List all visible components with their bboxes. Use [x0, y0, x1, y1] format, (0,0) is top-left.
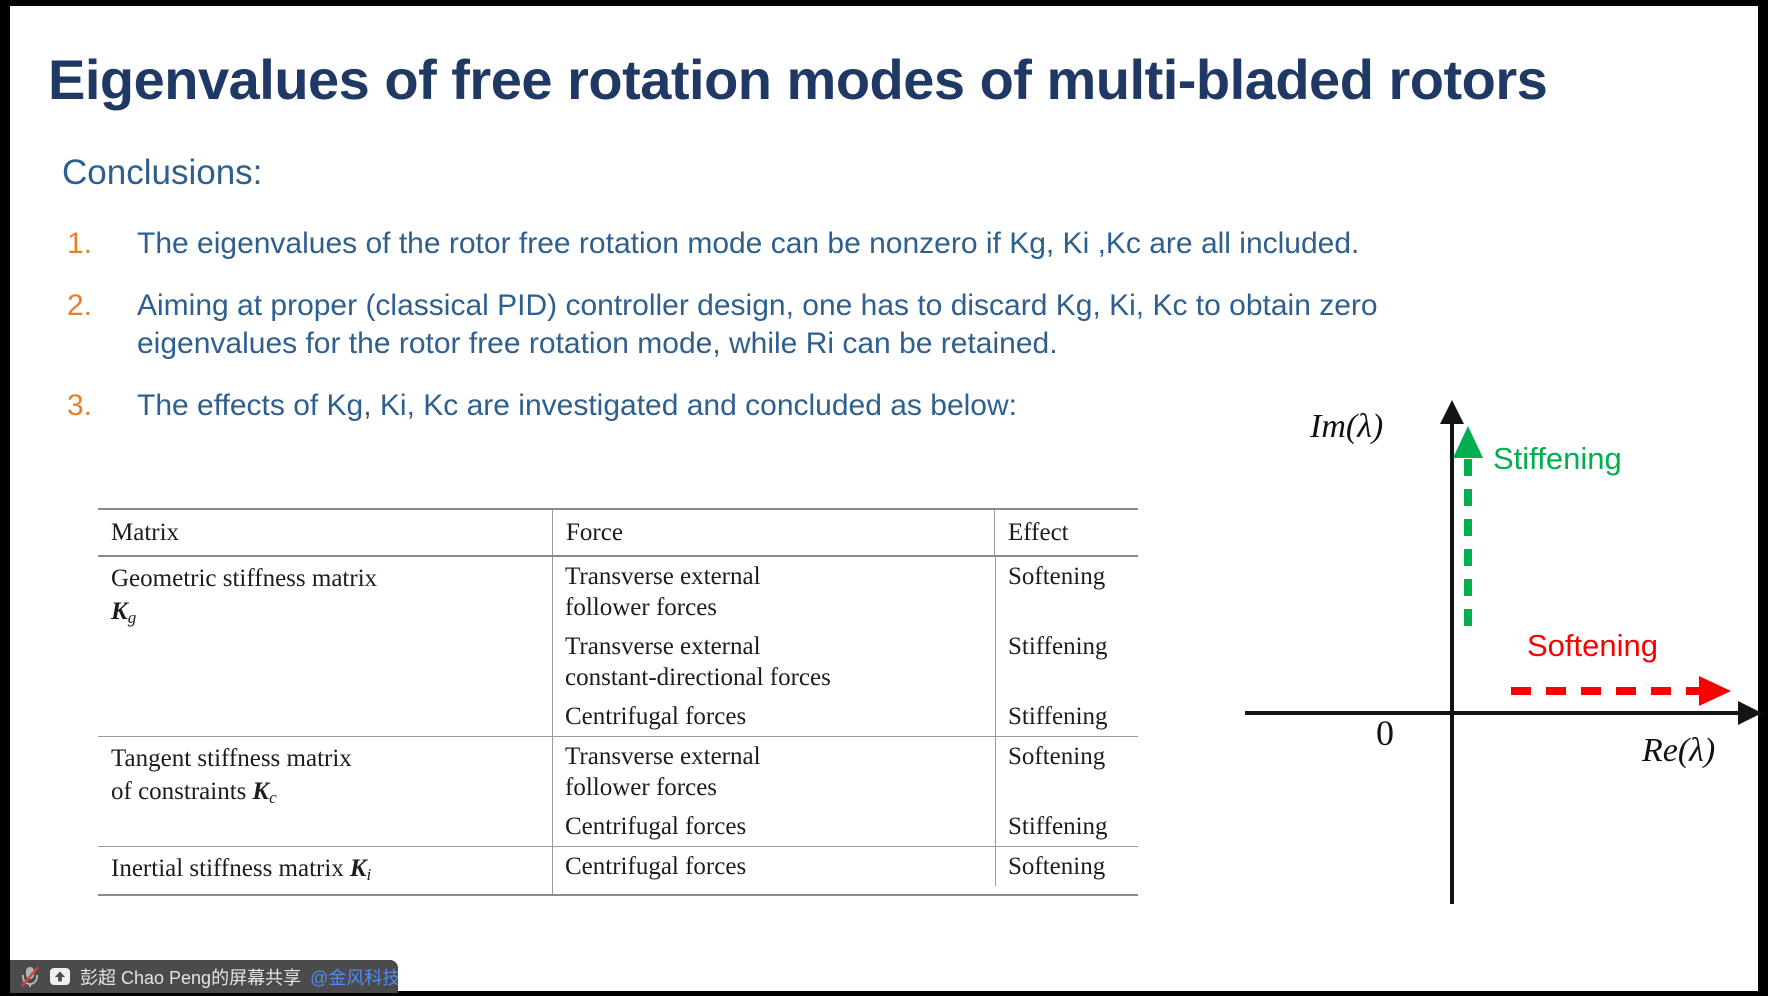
- table-subrow: Transverse external constant-directional…: [553, 627, 1139, 697]
- matrix-symbol: K: [349, 855, 367, 882]
- force-cell: Centrifugal forces: [565, 703, 747, 730]
- presentation-slide: Eigenvalues of free rotation modes of mu…: [10, 6, 1762, 991]
- table-subrow: Centrifugal forces Stiffening: [553, 807, 1139, 846]
- list-item-number: 2.: [67, 289, 93, 322]
- softening-arrow-icon: [1511, 676, 1731, 706]
- list-item-number: 1.: [67, 227, 93, 260]
- im-axis-label: Im(λ): [1310, 408, 1384, 445]
- softening-label: Softening: [1527, 628, 1658, 663]
- matrix-symbol-subscript: i: [366, 865, 372, 884]
- table-subrow: Centrifugal forces Stiffening: [553, 697, 1139, 736]
- list-item: 2. Aiming at proper (classical PID) cont…: [67, 287, 1597, 363]
- matrix-effects-table: Matrix Force Effect Geometric stiffness …: [98, 508, 1138, 896]
- company-handle: @金风科技: [310, 967, 398, 988]
- list-item: 1. The eigenvalues of the rotor free rot…: [67, 225, 1597, 263]
- origin-label: 0: [1376, 713, 1394, 753]
- force-cell: Centrifugal forces: [565, 853, 747, 880]
- force-cell: Transverse external follower forces: [565, 563, 761, 621]
- eigenvalue-plane-diagram: [1245, 400, 1762, 904]
- screen-share-icon: [50, 967, 70, 985]
- screen-share-toolbar[interactable]: 彭超 Chao Peng的屏幕共享 @金风科技: [10, 960, 398, 993]
- column-header-effect: Effect: [994, 510, 1138, 555]
- conclusions-list: 1. The eigenvalues of the rotor free rot…: [67, 225, 1597, 449]
- list-item: 3. The effects of Kg, Ki, Kc are investi…: [67, 387, 1597, 425]
- stiffening-arrow-icon: [1453, 426, 1483, 626]
- effect-cell: Softening: [995, 557, 1139, 627]
- force-cell: Transverse external constant-directional…: [565, 633, 831, 691]
- list-item-number: 3.: [67, 389, 93, 422]
- re-axis: [1245, 701, 1762, 725]
- list-item-line: The eigenvalues of the rotor free rotati…: [137, 227, 1360, 260]
- matrix-cell: Geometric stiffness matrix Kg: [111, 565, 378, 627]
- effect-cell: Softening: [995, 847, 1139, 886]
- stiffening-label: Stiffening: [1493, 441, 1622, 476]
- matrix-symbol-subscript: g: [127, 608, 137, 627]
- table-subrow: Transverse external follower forces Soft…: [553, 737, 1139, 807]
- list-item-line: The effects of Kg, Ki, Kc are investigat…: [137, 389, 1017, 422]
- table-header-row: Matrix Force Effect: [98, 510, 1138, 557]
- re-axis-arrowhead-icon: [1738, 701, 1762, 725]
- force-cell: Transverse external follower forces: [565, 743, 761, 801]
- presenter-share-label: 彭超 Chao Peng的屏幕共享: [80, 967, 302, 988]
- column-header-matrix: Matrix: [111, 519, 180, 546]
- list-item-line: Aiming at proper (classical PID) control…: [137, 289, 1378, 322]
- effect-cell: Stiffening: [995, 627, 1139, 697]
- muted-microphone-icon[interactable]: [19, 965, 40, 988]
- table-subrow: Transverse external follower forces Soft…: [553, 557, 1139, 627]
- conclusions-heading: Conclusions:: [62, 153, 263, 192]
- column-header-force: Force: [552, 510, 994, 555]
- table-subrow: Centrifugal forces Softening: [553, 847, 1139, 886]
- matrix-symbol: K: [252, 778, 270, 805]
- table-row: Geometric stiffness matrix Kg Transverse…: [98, 557, 1138, 736]
- re-axis-label: Re(λ): [1642, 732, 1716, 769]
- list-item-text: The eigenvalues of the rotor free rotati…: [137, 225, 1597, 263]
- effect-cell: Stiffening: [995, 807, 1139, 846]
- effect-cell: Stiffening: [995, 697, 1139, 736]
- matrix-symbol-subscript: c: [269, 788, 277, 807]
- effect-cell: Softening: [995, 737, 1139, 807]
- im-axis-arrowhead-icon: [1440, 400, 1464, 424]
- slide-title: Eigenvalues of free rotation modes of mu…: [48, 48, 1548, 111]
- matrix-symbol: K: [111, 598, 128, 625]
- im-axis: [1440, 400, 1464, 904]
- list-item-line: eigenvalues for the rotor free rotation …: [137, 327, 1058, 360]
- list-item-text: Aiming at proper (classical PID) control…: [137, 287, 1597, 363]
- list-item-text: The effects of Kg, Ki, Kc are investigat…: [137, 387, 1597, 425]
- force-cell: Centrifugal forces: [565, 813, 747, 840]
